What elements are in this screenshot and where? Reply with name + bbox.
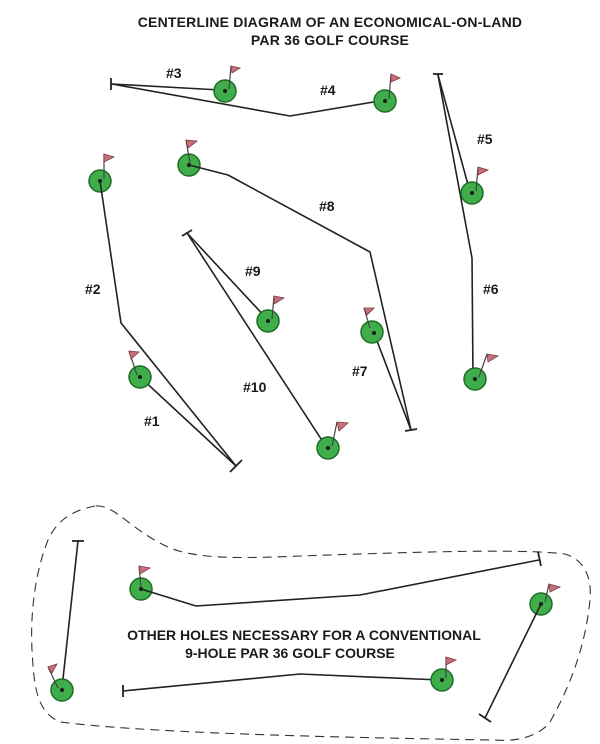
other-hole-a [47, 540, 84, 702]
flag-icon [138, 565, 152, 575]
hole-label-5: #5 [477, 131, 493, 147]
flag-icon [363, 307, 375, 316]
hole-3: #3 [110, 65, 386, 117]
hole-label-8: #8 [319, 198, 335, 214]
hole-label-3: #3 [166, 65, 182, 81]
flag-icon [103, 153, 116, 163]
green-icon [360, 320, 384, 344]
hole-label-10: #10 [243, 379, 267, 395]
other-holes-note-line2: 9-HOLE PAR 36 GOLF COURSE [185, 645, 395, 661]
flag-icon [390, 73, 401, 83]
hole-label-1: #1 [144, 413, 160, 429]
flag-pole [228, 65, 232, 90]
flag-icon [273, 295, 286, 305]
other-hole-b [129, 551, 542, 607]
hole-4: #4 [320, 73, 401, 113]
other-holes-boundary [31, 505, 591, 741]
hole-label-9: #9 [245, 263, 261, 279]
flag-pole [47, 666, 59, 689]
diagram-title-line2: PAR 36 GOLF COURSE [251, 32, 409, 48]
diagram-title-line1: CENTERLINE DIAGRAM OF AN ECONOMICAL-ON-L… [138, 14, 523, 30]
flag-icon [128, 350, 140, 360]
flag-pole [544, 583, 550, 603]
flag-icon [230, 65, 242, 74]
hole-7-8: #8 #7 [177, 139, 418, 432]
hole-label-6: #6 [483, 281, 499, 297]
other-hole-d [122, 656, 458, 697]
flag-icon [486, 353, 500, 363]
flag-pole [478, 353, 488, 378]
hole-label-7: #7 [352, 363, 368, 379]
other-hole-c [478, 583, 562, 723]
hole-9-10: #9 #10 [181, 229, 349, 460]
flag-icon [336, 421, 349, 432]
hole-label-2: #2 [85, 281, 101, 297]
flag-pole [331, 421, 338, 447]
flag-icon [477, 166, 490, 176]
flag-icon [47, 663, 58, 674]
hole-label-4: #4 [320, 82, 336, 98]
other-holes-note-line1: OTHER HOLES NECESSARY FOR A CONVENTIONAL [127, 627, 481, 643]
hole-5-6: #5 #6 [433, 73, 500, 391]
hole-1-2: #2 #1 [85, 153, 243, 473]
flag-icon [548, 583, 562, 593]
flag-icon [185, 139, 199, 149]
flag-icon [445, 656, 458, 666]
